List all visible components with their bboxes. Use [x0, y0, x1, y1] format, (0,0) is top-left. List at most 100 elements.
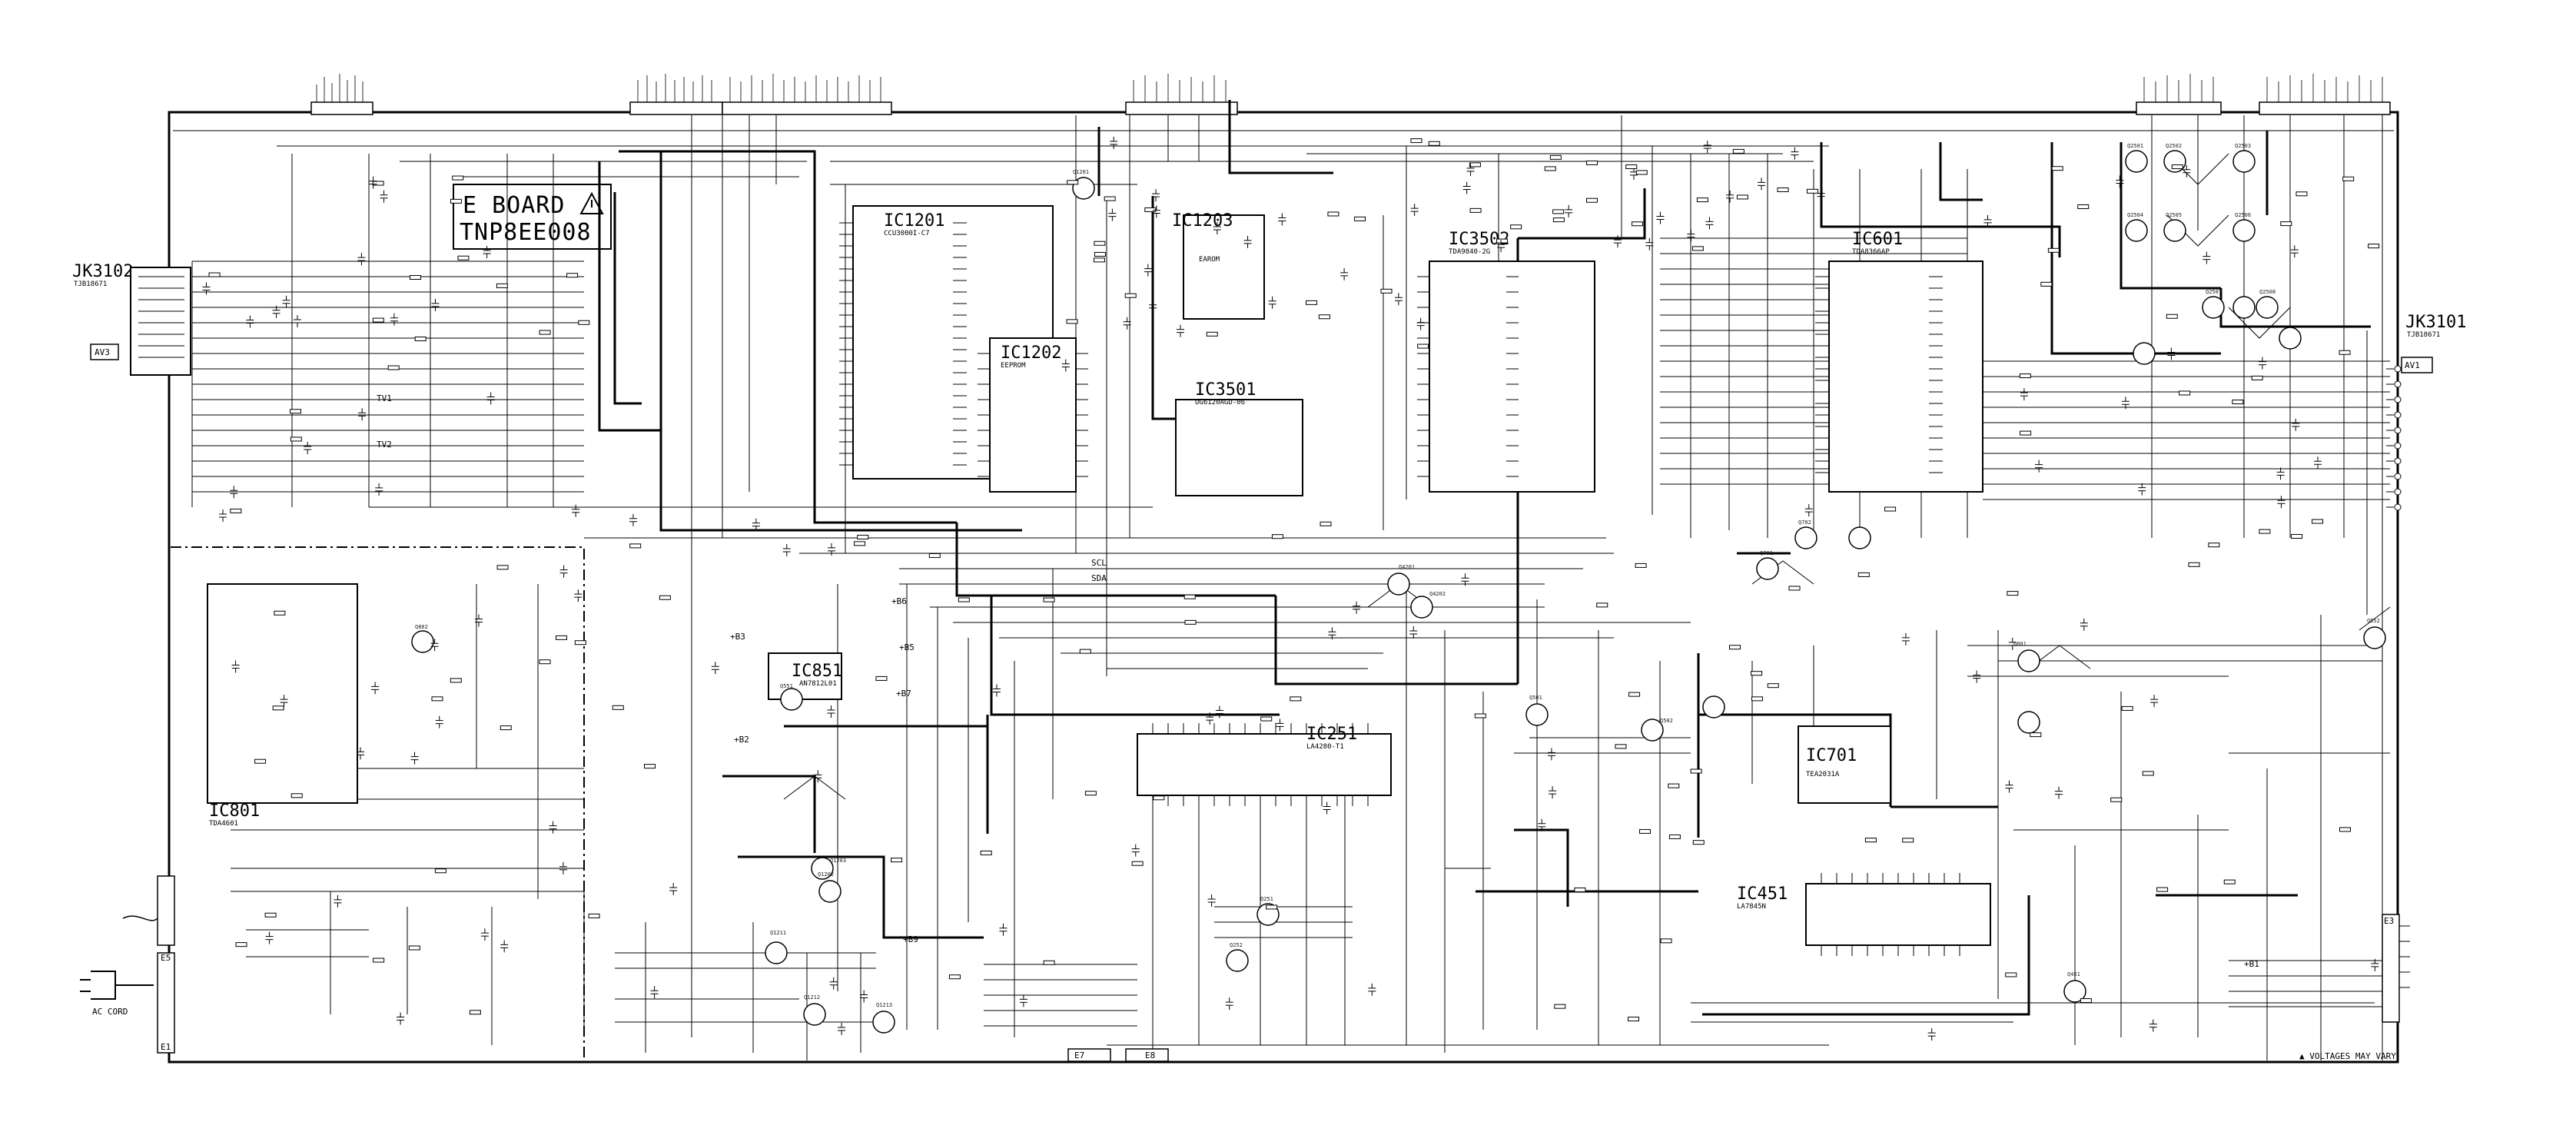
resistor — [1639, 828, 1651, 834]
resistor — [1354, 216, 1366, 221]
capacitor — [1538, 818, 1546, 831]
ic851-part: AN7812L01 — [799, 680, 837, 688]
resistor — [2121, 705, 2133, 711]
capacitor — [1416, 317, 1425, 330]
resistor — [1585, 197, 1598, 203]
svg-text:Q2505: Q2505 — [2166, 212, 2182, 218]
resistor — [1043, 597, 1055, 602]
resistor — [1544, 166, 1556, 171]
resistor — [272, 705, 284, 711]
resistor — [1884, 506, 1897, 512]
ic1203-label: IC1203 — [1172, 211, 1233, 231]
capacitor — [486, 392, 495, 405]
resistor — [1417, 344, 1429, 349]
resistor — [1318, 314, 1330, 320]
capacitor — [992, 684, 1001, 697]
capacitor — [711, 662, 719, 675]
resistor — [2080, 998, 2092, 1004]
jack-jk3102: JK3102 TJB18671 AV3 — [72, 262, 191, 376]
capacitor — [1656, 211, 1665, 224]
resistor — [1183, 594, 1196, 599]
capacitor — [1549, 786, 1557, 799]
ic701-part: TEA2031A — [1806, 771, 1840, 778]
transistor-labels: Q1201 Q1202 Q1203 Q1211 Q1212 Q1213 Q502… — [415, 143, 2380, 1008]
resistor — [1469, 162, 1481, 168]
svg-text:Q502: Q502 — [1660, 718, 1673, 724]
resistor — [1668, 783, 1680, 788]
capacitor — [827, 543, 835, 556]
capacitor — [1705, 217, 1714, 230]
capacitor — [1215, 705, 1223, 719]
resistor — [2232, 400, 2244, 405]
resistor — [1806, 188, 1818, 194]
capacitor — [829, 977, 838, 990]
capacitor — [357, 253, 366, 266]
capacitor — [500, 940, 509, 953]
resistor — [2280, 221, 2292, 227]
resistor — [578, 320, 590, 325]
resistor — [1380, 288, 1393, 294]
resistor — [2208, 543, 2220, 548]
capacitor — [2167, 347, 2176, 360]
resistor — [496, 283, 508, 288]
board-part-number: TNP8EE008 — [460, 219, 592, 246]
resistor — [1596, 602, 1608, 608]
resistor — [434, 868, 446, 874]
bottom-connectors: E7 E8 — [1067, 1048, 1169, 1062]
capacitor — [230, 486, 238, 499]
ic3501-label: IC3501 — [1195, 380, 1256, 400]
ic-packages — [207, 205, 1991, 946]
capacitor — [1613, 235, 1622, 248]
capacitor — [1149, 300, 1157, 313]
resistor — [891, 858, 903, 863]
resistor — [2005, 972, 2017, 977]
svg-text:+B3: +B3 — [730, 632, 745, 642]
resistor — [1625, 164, 1638, 169]
discrete-components — [202, 136, 2380, 1041]
resistor — [1260, 716, 1273, 722]
resistor — [1692, 840, 1705, 845]
resistor — [1474, 713, 1486, 719]
svg-text:TV1: TV1 — [377, 393, 392, 403]
resistor — [1079, 649, 1091, 654]
capacitor — [838, 1022, 846, 1035]
svg-text:Q801: Q801 — [2013, 641, 2027, 647]
resistor — [290, 436, 302, 442]
ic451-label: IC451 — [1737, 884, 1788, 904]
capacitor — [371, 682, 380, 695]
capacitor — [1629, 167, 1638, 180]
resistor — [1628, 1017, 1640, 1022]
resistor — [1552, 217, 1565, 223]
resistor — [2019, 373, 2031, 379]
voltage-note: ▲ VOLTAGES MAY VARY — [2299, 1051, 2396, 1061]
resistor — [1574, 887, 1586, 892]
resistor — [274, 610, 286, 616]
capacitor — [410, 752, 419, 765]
resistor — [2171, 164, 2183, 170]
capacitor — [1213, 222, 1221, 235]
resistor — [2156, 887, 2169, 892]
svg-text:Q701: Q701 — [1760, 550, 1773, 556]
resistor — [659, 595, 671, 600]
resistor — [1552, 209, 1565, 214]
resistor — [1751, 696, 1764, 702]
resistor — [264, 912, 277, 918]
capacitor — [1110, 136, 1118, 149]
svg-text:SCL: SCL — [1091, 558, 1107, 568]
svg-text:Q1213: Q1213 — [876, 1002, 892, 1008]
resistor — [230, 508, 242, 513]
svg-text:TJB18671: TJB18671 — [74, 280, 107, 288]
resistor — [1586, 160, 1598, 165]
capacitor — [1340, 267, 1349, 280]
ic801-label: IC801 — [209, 802, 260, 821]
capacitor — [1123, 317, 1131, 330]
resistor — [2020, 430, 2032, 436]
svg-text:Q2508: Q2508 — [2259, 289, 2276, 295]
capacitor — [397, 1012, 405, 1025]
svg-text:Q551: Q551 — [780, 683, 793, 689]
resistor — [928, 553, 941, 558]
capacitor — [574, 589, 583, 602]
resistor — [958, 597, 970, 602]
resistor — [2047, 247, 2060, 253]
capacitor — [369, 176, 377, 189]
